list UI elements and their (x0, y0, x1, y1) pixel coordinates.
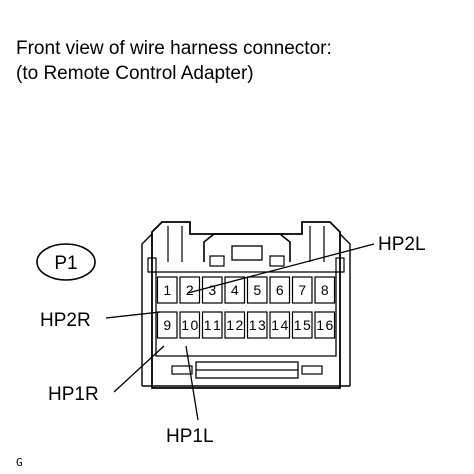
callout-hp1r: HP1R (48, 384, 99, 405)
connector-id-label: P1 (54, 253, 77, 274)
pin-label-3: 3 (208, 282, 216, 298)
pin-cell-3 (201, 276, 223, 304)
pin-label-16: 16 (316, 317, 333, 333)
pin-label-10: 10 (181, 317, 198, 333)
pin-cell-9 (156, 311, 178, 339)
pin-cell-5 (246, 276, 268, 304)
pin-label-11: 11 (204, 317, 221, 333)
caption-line-1: Front view of wire harness connector: (16, 38, 332, 59)
pin-label-4: 4 (231, 282, 239, 298)
callout-line-hp2r (105, 311, 161, 319)
pin-label-9: 9 (163, 317, 171, 333)
pin-cell-6 (269, 276, 291, 304)
callout-hp2r: HP2R (40, 310, 91, 331)
pin-label-1: 1 (163, 282, 171, 298)
latch-window (231, 245, 263, 261)
connector-latch (203, 233, 291, 262)
caption-line-2: (to Remote Control Adapter) (16, 63, 254, 84)
pin-cell-1 (156, 276, 178, 304)
pin-cell-14 (269, 311, 291, 339)
pin-cell-13 (246, 311, 268, 339)
pin-cell-7 (291, 276, 313, 304)
pin-cell-8 (314, 276, 336, 304)
corner-mark: G (16, 456, 23, 469)
connector-outer-flange (141, 233, 351, 386)
connector-bottom-rib (195, 361, 299, 379)
pin-label-14: 14 (271, 317, 288, 333)
pin-label-13: 13 (249, 317, 266, 333)
pin-label-12: 12 (226, 317, 243, 333)
diagram-caption: Front view of wire harness connector: (t… (16, 36, 332, 86)
pin-cell-4 (224, 276, 246, 304)
pin-cavity-frame (155, 271, 337, 357)
pin-label-15: 15 (294, 317, 311, 333)
pin-cell-10 (179, 311, 201, 339)
pin-label-5: 5 (253, 282, 261, 298)
connector-id-ellipse (36, 243, 96, 281)
pin-cell-16 (314, 311, 336, 339)
connector-housing (151, 221, 341, 389)
callout-line-hp1l (185, 345, 199, 421)
pin-cell-15 (291, 311, 313, 339)
callout-hp1l: HP1L (166, 426, 214, 447)
pin-label-7: 7 (298, 282, 306, 298)
pin-cell-12 (224, 311, 246, 339)
pin-label-2: 2 (186, 282, 194, 298)
pin-label-8: 8 (321, 282, 329, 298)
callout-line-hp2l (187, 243, 375, 294)
pin-cell-11 (201, 311, 223, 339)
pin-label-6: 6 (276, 282, 284, 298)
callout-line-hp1r (113, 345, 165, 393)
callout-hp2l: HP2L (378, 234, 426, 255)
